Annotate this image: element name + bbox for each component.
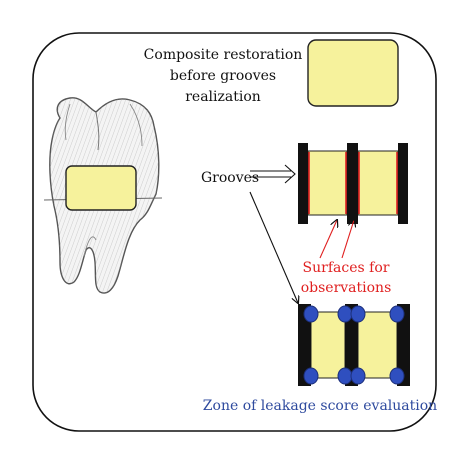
groove-bar-right bbox=[398, 143, 408, 224]
grooves-pointer-arrow bbox=[249, 191, 298, 303]
surfaces-label-line1: Surfaces for bbox=[303, 260, 390, 276]
leakage-marker bbox=[389, 305, 405, 323]
leakage-bar-left bbox=[298, 304, 311, 386]
groove-bar-middle bbox=[347, 143, 358, 224]
leakage-marker bbox=[389, 367, 405, 385]
leakage-evaluation-figure bbox=[298, 304, 410, 386]
leakage-marker bbox=[337, 367, 353, 385]
double-line-arrow-icon bbox=[250, 164, 296, 184]
surfaces-label-line2: observations bbox=[301, 280, 392, 296]
grooves-label: Grooves bbox=[201, 170, 259, 186]
leakage-bar-right bbox=[397, 304, 410, 386]
leakage-marker bbox=[350, 367, 366, 385]
leakage-bar-middle bbox=[345, 304, 358, 386]
leakage-segment-right bbox=[357, 311, 398, 379]
composite-label-line3: realization bbox=[185, 89, 261, 105]
groove-bar-left bbox=[298, 143, 308, 224]
composite-restoration-block bbox=[307, 39, 399, 107]
leakage-marker bbox=[350, 305, 366, 323]
restoration-segment-left bbox=[307, 150, 348, 216]
composite-label-line2: before grooves bbox=[170, 68, 276, 84]
leakage-marker bbox=[303, 305, 319, 323]
tooth-restoration bbox=[65, 165, 137, 211]
surface-arrow-right bbox=[341, 220, 354, 259]
surface-arrow-left bbox=[319, 220, 337, 259]
grooved-restoration-figure bbox=[298, 143, 408, 224]
leakage-marker bbox=[303, 367, 319, 385]
leakage-segment-left bbox=[310, 311, 346, 379]
composite-label-line1: Composite restoration bbox=[144, 47, 303, 63]
leakage-marker bbox=[337, 305, 353, 323]
restoration-segment-right bbox=[357, 150, 399, 216]
zone-label: Zone of leakage score evaluation bbox=[203, 398, 437, 414]
